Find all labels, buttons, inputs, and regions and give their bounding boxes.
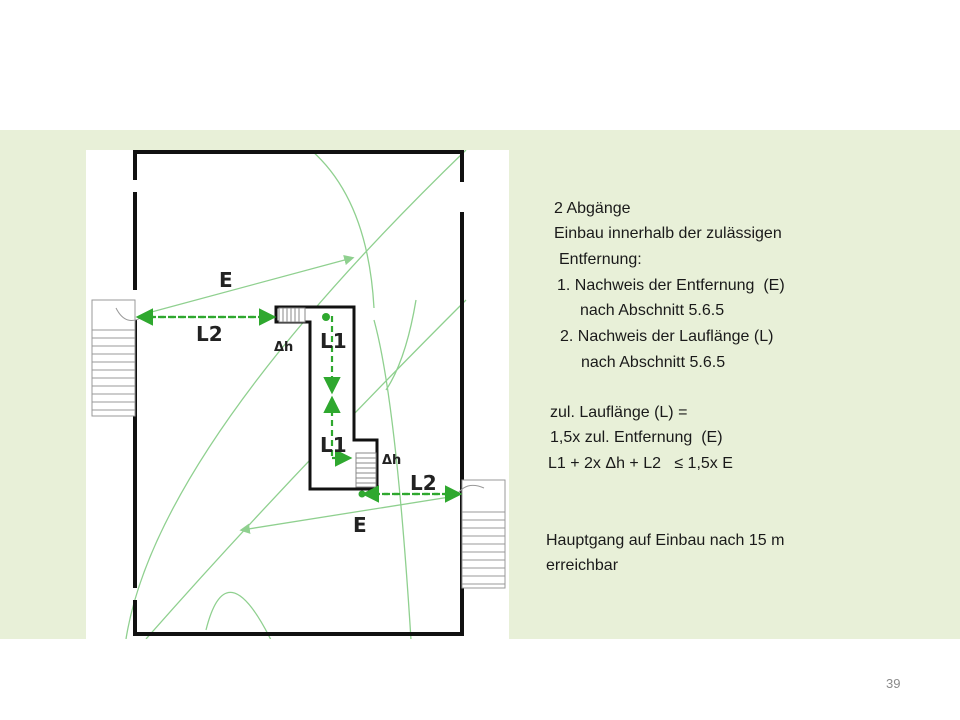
label-l2-right: L2 [410, 471, 437, 495]
left-stair [91, 299, 145, 417]
note-line: Hauptgang auf Einbau nach 15 m [546, 532, 785, 549]
label-l2-left: L2 [196, 322, 223, 346]
gallery-lower-stair [355, 452, 377, 488]
note-line: L1 + 2x Δh + L2 ≤ 1,5x E [548, 455, 733, 472]
note-line: Entfernung: [559, 251, 642, 268]
note-line: 2 Abgänge [554, 200, 631, 217]
building-walls [133, 150, 464, 636]
note-line: zul. Lauflänge (L) = [550, 404, 688, 421]
label-e-bottom: E [353, 513, 367, 537]
distance-lines [143, 255, 457, 534]
note-line: 1,5x zul. Entfernung (E) [550, 429, 723, 446]
floor-plan-diagram: E L2 Δh L1 L1 Δh L2 E [86, 150, 509, 639]
label-l1-lower: L1 [320, 433, 347, 457]
note-line: 2. Nachweis der Lauflänge (L) [560, 328, 774, 345]
path-node-lower [358, 490, 366, 498]
label-dh-right: Δh [382, 453, 401, 468]
label-l1-upper: L1 [320, 329, 347, 353]
label-dh-left: Δh [274, 340, 293, 355]
note-line: nach Abschnitt 5.6.5 [581, 354, 726, 371]
path-node-upper [322, 313, 330, 321]
label-e-top: E [219, 268, 233, 292]
gallery-upper-stair [278, 307, 306, 323]
right-stair [455, 479, 506, 589]
note-line: erreichbar [546, 557, 619, 574]
distance-arcs [125, 150, 467, 639]
page-number: 39 [886, 676, 901, 691]
note-line: Einbau innerhalb der zulässigen [554, 225, 782, 242]
walking-path [135, 308, 463, 503]
note-line: 1. Nachweis der Entfernung (E) [557, 277, 785, 294]
note-line: nach Abschnitt 5.6.5 [580, 302, 725, 319]
